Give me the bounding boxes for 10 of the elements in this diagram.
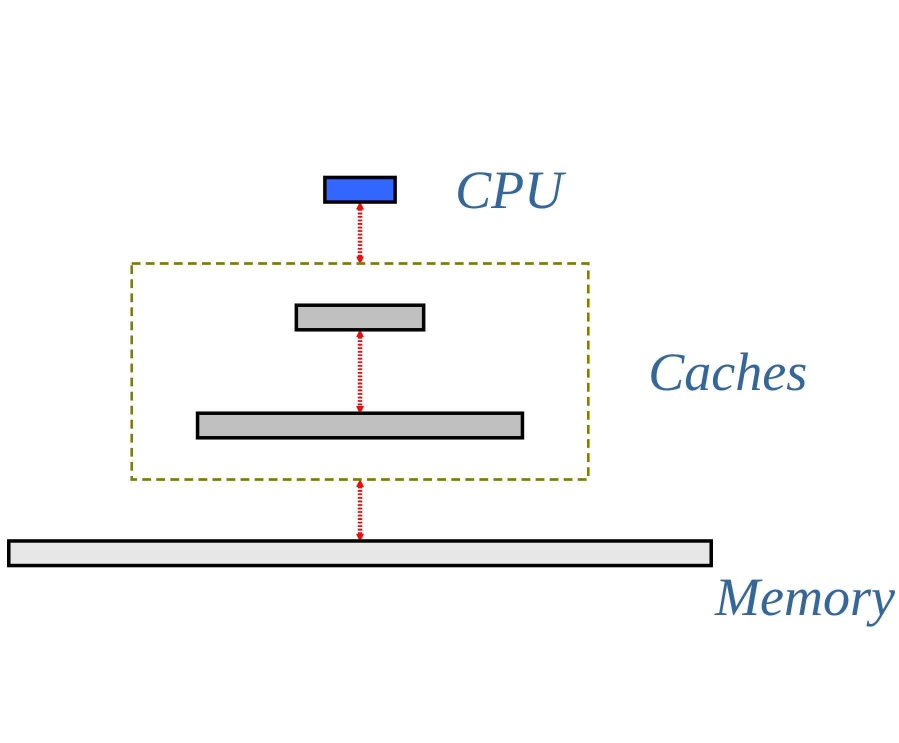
node-box (323, 176, 397, 204)
level-label: Caches (648, 344, 808, 398)
arrow (356, 202, 364, 264)
node-box (294, 303, 426, 332)
arrow (356, 480, 364, 542)
level-label: CPU (455, 162, 564, 217)
cluster (130, 262, 590, 481)
node-box (196, 411, 524, 440)
node-box (7, 539, 713, 568)
arrow (356, 330, 364, 414)
